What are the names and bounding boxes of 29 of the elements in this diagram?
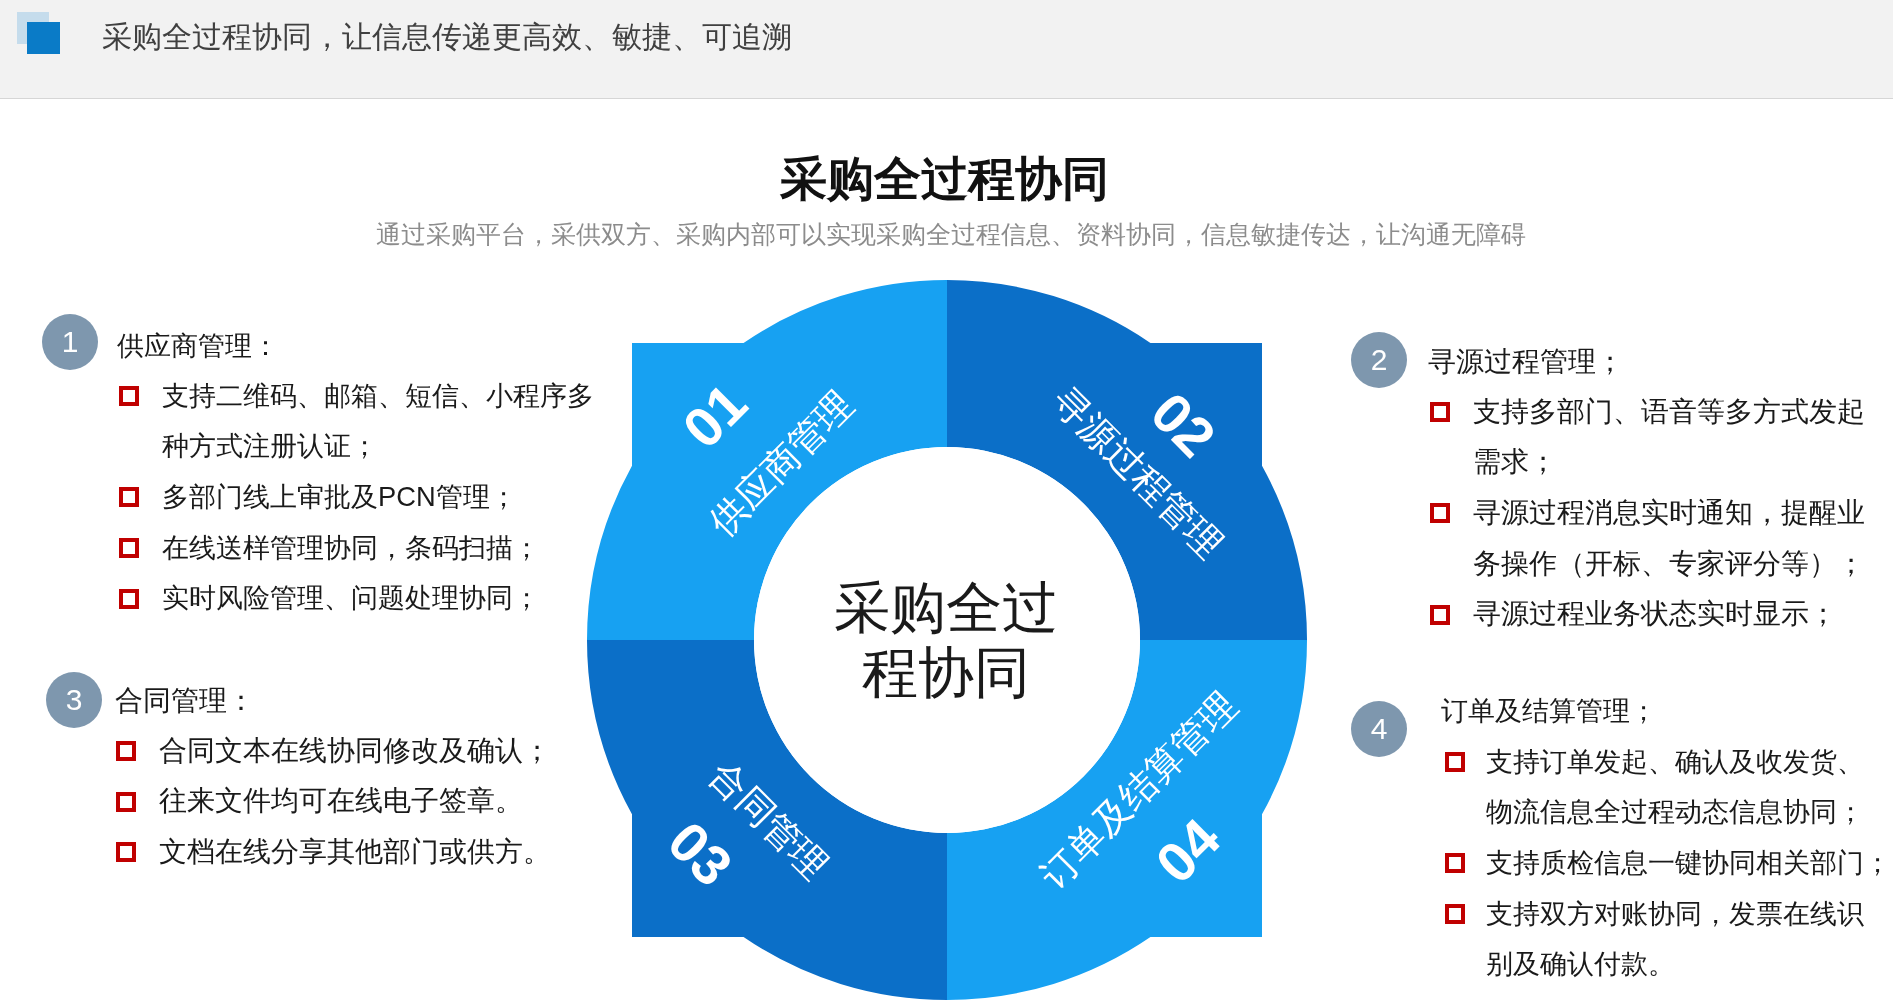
section-heading: 供应商管理： [117,329,279,363]
bullet-text: 寻源过程消息实时通知，提醒业务操作（开标、专家评分等）； [1473,497,1865,579]
subtitle: 通过采购平台，采供双方、采购内部可以实现采购全过程信息、资料协同，信息敏捷传达，让沟通无障碍 [376,220,1526,250]
bullet-text: 在线送样管理协同，条码扫描； [162,531,540,563]
bullet-text: 支持质检信息一键协同相关部门； [1486,848,1878,879]
bullet-text: 文档在线分享其他部门或供方。 [159,836,551,868]
segment-number: 04 [1144,807,1232,895]
segment-number: 03 [656,810,744,898]
segment-number: 01 [671,372,759,460]
header-text: 采购全过程协同，让信息传递更高效、敏捷、可追溯 [102,19,792,55]
section-heading: 合同管理： [115,684,255,718]
bullet-text: 寻源过程业务状态实时显示； [1473,598,1837,630]
section-heading: 寻源过程管理； [1428,345,1624,379]
number-circle: 3 [46,672,102,728]
number-circle: 1 [42,314,98,370]
title: 采购全过程协同 [779,151,1109,207]
bullet-text: 支持双方对账协同，发票在线识别及确认付款。 [1486,898,1864,980]
center-title: 采购全过程协同 [833,575,1060,705]
bullet-text: 支持二维码、邮箱、短信、小程序多种方式注册认证； [162,379,594,462]
header-band [0,0,1893,99]
bullet-text: 合同文本在线协同修改及确认； [159,734,551,766]
number-circle: 2 [1351,332,1407,388]
number-circle: 4 [1351,701,1407,757]
section-heading: 订单及结算管理； [1441,695,1657,728]
bullet-text: 多部门线上审批及PCN管理； [162,481,517,513]
bullet-text: 往来文件均可在线电子签章。 [159,785,523,817]
bullet-text: 实时风险管理、问题处理协同； [162,582,540,614]
bullet-text: 支持订单发起、确认及收发货、物流信息全过程动态信息协同； [1486,746,1864,828]
bullet-text: 支持多部门、语音等多方式发起需求； [1473,395,1865,478]
